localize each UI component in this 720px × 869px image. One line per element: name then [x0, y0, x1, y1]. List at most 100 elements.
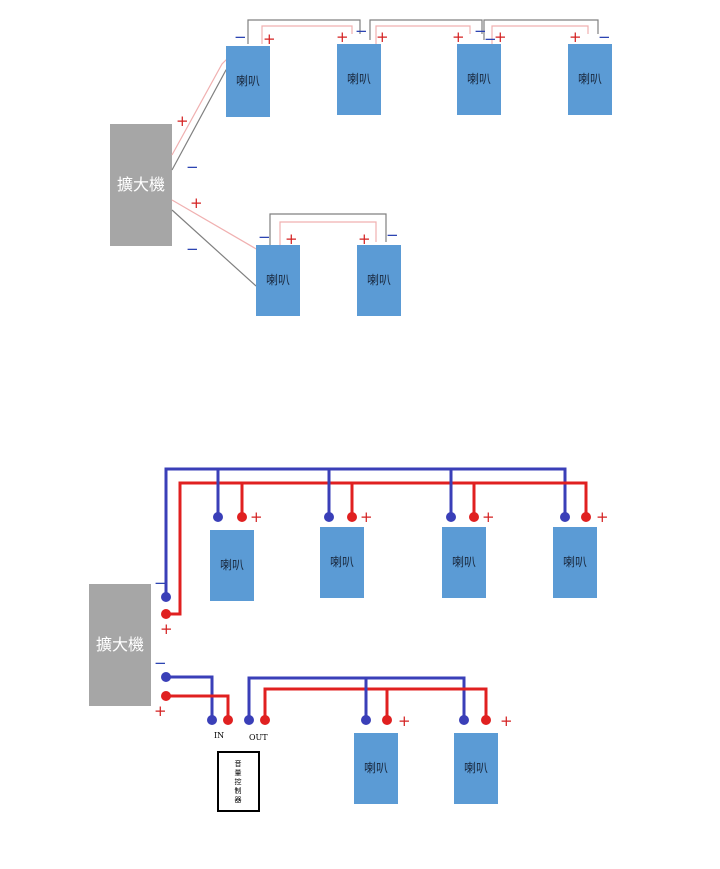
terminal-positive: [382, 715, 392, 725]
speaker-label: 喇叭: [563, 554, 587, 569]
speaker: [320, 527, 364, 598]
terminal-positive: [481, 715, 491, 725]
plus-sign: +: [494, 28, 507, 46]
speaker: [457, 44, 501, 115]
minus-sign: −: [234, 28, 247, 46]
series-wire-positive: [279, 221, 377, 245]
speaker-label: 喇叭: [220, 557, 244, 572]
speaker-label: 喇叭: [266, 272, 290, 287]
plus-sign: +: [263, 30, 276, 48]
series-wire-negative: [269, 213, 387, 245]
speaker: [357, 245, 401, 316]
minus-sign: −: [258, 228, 271, 246]
terminal-negative: [560, 512, 570, 522]
plus-sign: +: [190, 194, 203, 212]
plus-sign: +: [285, 230, 298, 248]
speaker: [337, 44, 381, 115]
speaker-label: 喇叭: [464, 760, 488, 775]
minus-sign: −: [154, 654, 167, 672]
plus-sign: +: [154, 702, 167, 720]
speaker-label: 喇叭: [347, 71, 371, 86]
terminal-positive: [469, 512, 479, 522]
series-wire-negative: [483, 19, 599, 40]
negative-wire: [247, 676, 466, 719]
minus-sign: −: [186, 240, 199, 258]
minus-sign: −: [154, 574, 167, 592]
terminal-positive: [237, 512, 247, 522]
terminal-negative: [161, 672, 171, 682]
terminal-negative: [361, 715, 371, 725]
plus-sign: +: [452, 28, 465, 46]
volume-controller-char: 音: [235, 759, 242, 768]
speaker-label: 喇叭: [330, 554, 354, 569]
minus-sign: −: [355, 22, 368, 40]
minus-sign: −: [386, 226, 399, 244]
volume-controller-char: 制: [235, 786, 242, 795]
speaker-label: 喇叭: [236, 73, 260, 88]
volume-controller-char: 器: [235, 796, 242, 804]
positive-wire: [263, 687, 488, 719]
terminal-negative: [213, 512, 223, 522]
plus-sign: +: [358, 230, 371, 248]
negative-wire: [164, 467, 567, 597]
amplifier-label: 擴大機: [117, 175, 165, 194]
speaker: [210, 530, 254, 601]
terminal-negative: [324, 512, 334, 522]
series-diagram: 擴大機 + − + − 喇叭 喇叭 喇叭 喇叭 − + +: [110, 19, 612, 316]
plus-sign: +: [336, 28, 349, 46]
volume-controller-box: [217, 751, 260, 812]
volume-controller-char: 量: [235, 769, 242, 777]
port-in-label: IN: [214, 731, 224, 740]
amplifier-label: 擴大機: [96, 635, 144, 654]
terminal-positive: [161, 609, 171, 619]
port-out-label: OUT: [249, 733, 268, 742]
plus-sign: +: [596, 508, 609, 526]
speaker-label: 喇叭: [467, 71, 491, 86]
positive-wire: [166, 481, 588, 616]
series-wire-positive: [171, 199, 259, 251]
speaker-label: 喇叭: [364, 760, 388, 775]
terminal-positive: [260, 715, 270, 725]
plus-sign: +: [569, 28, 582, 46]
series-wire-negative: [369, 19, 483, 40]
speaker-label: 喇叭: [578, 71, 602, 86]
speaker: [226, 46, 270, 117]
plus-sign: +: [500, 712, 513, 730]
speaker: [568, 44, 612, 115]
series-wire-positive: [491, 25, 589, 44]
speaker: [256, 245, 300, 316]
series-wire-positive: [375, 25, 471, 44]
plus-sign: +: [376, 28, 389, 46]
speaker-label: 喇叭: [367, 272, 391, 287]
plus-sign: +: [250, 508, 263, 526]
positive-wire: [166, 694, 230, 719]
terminal-positive: [581, 512, 591, 522]
amplifier-box: [110, 124, 172, 246]
volume-controller-char: 控: [235, 777, 242, 786]
series-wire-negative: [247, 19, 361, 44]
terminal-negative: [244, 715, 254, 725]
speaker: [553, 527, 597, 598]
minus-sign: −: [484, 30, 497, 48]
terminal-negative: [446, 512, 456, 522]
terminal-negative: [161, 592, 171, 602]
speaker: [354, 733, 398, 804]
terminal-negative: [207, 715, 217, 725]
plus-sign: +: [398, 712, 411, 730]
plus-sign: +: [482, 508, 495, 526]
amplifier-box: [89, 584, 151, 706]
terminal-positive: [161, 691, 171, 701]
series-wire-negative: [171, 209, 257, 287]
minus-sign: −: [598, 28, 611, 46]
negative-wire: [166, 675, 214, 719]
terminal-positive: [347, 512, 357, 522]
speaker: [442, 527, 486, 598]
minus-sign: −: [186, 158, 199, 176]
parallel-diagram: 擴大機 + + +: [89, 467, 609, 812]
minus-sign: −: [474, 22, 487, 40]
plus-sign: +: [160, 620, 173, 638]
speaker-label: 喇叭: [452, 554, 476, 569]
series-wire-positive: [261, 25, 353, 44]
speaker: [454, 733, 498, 804]
